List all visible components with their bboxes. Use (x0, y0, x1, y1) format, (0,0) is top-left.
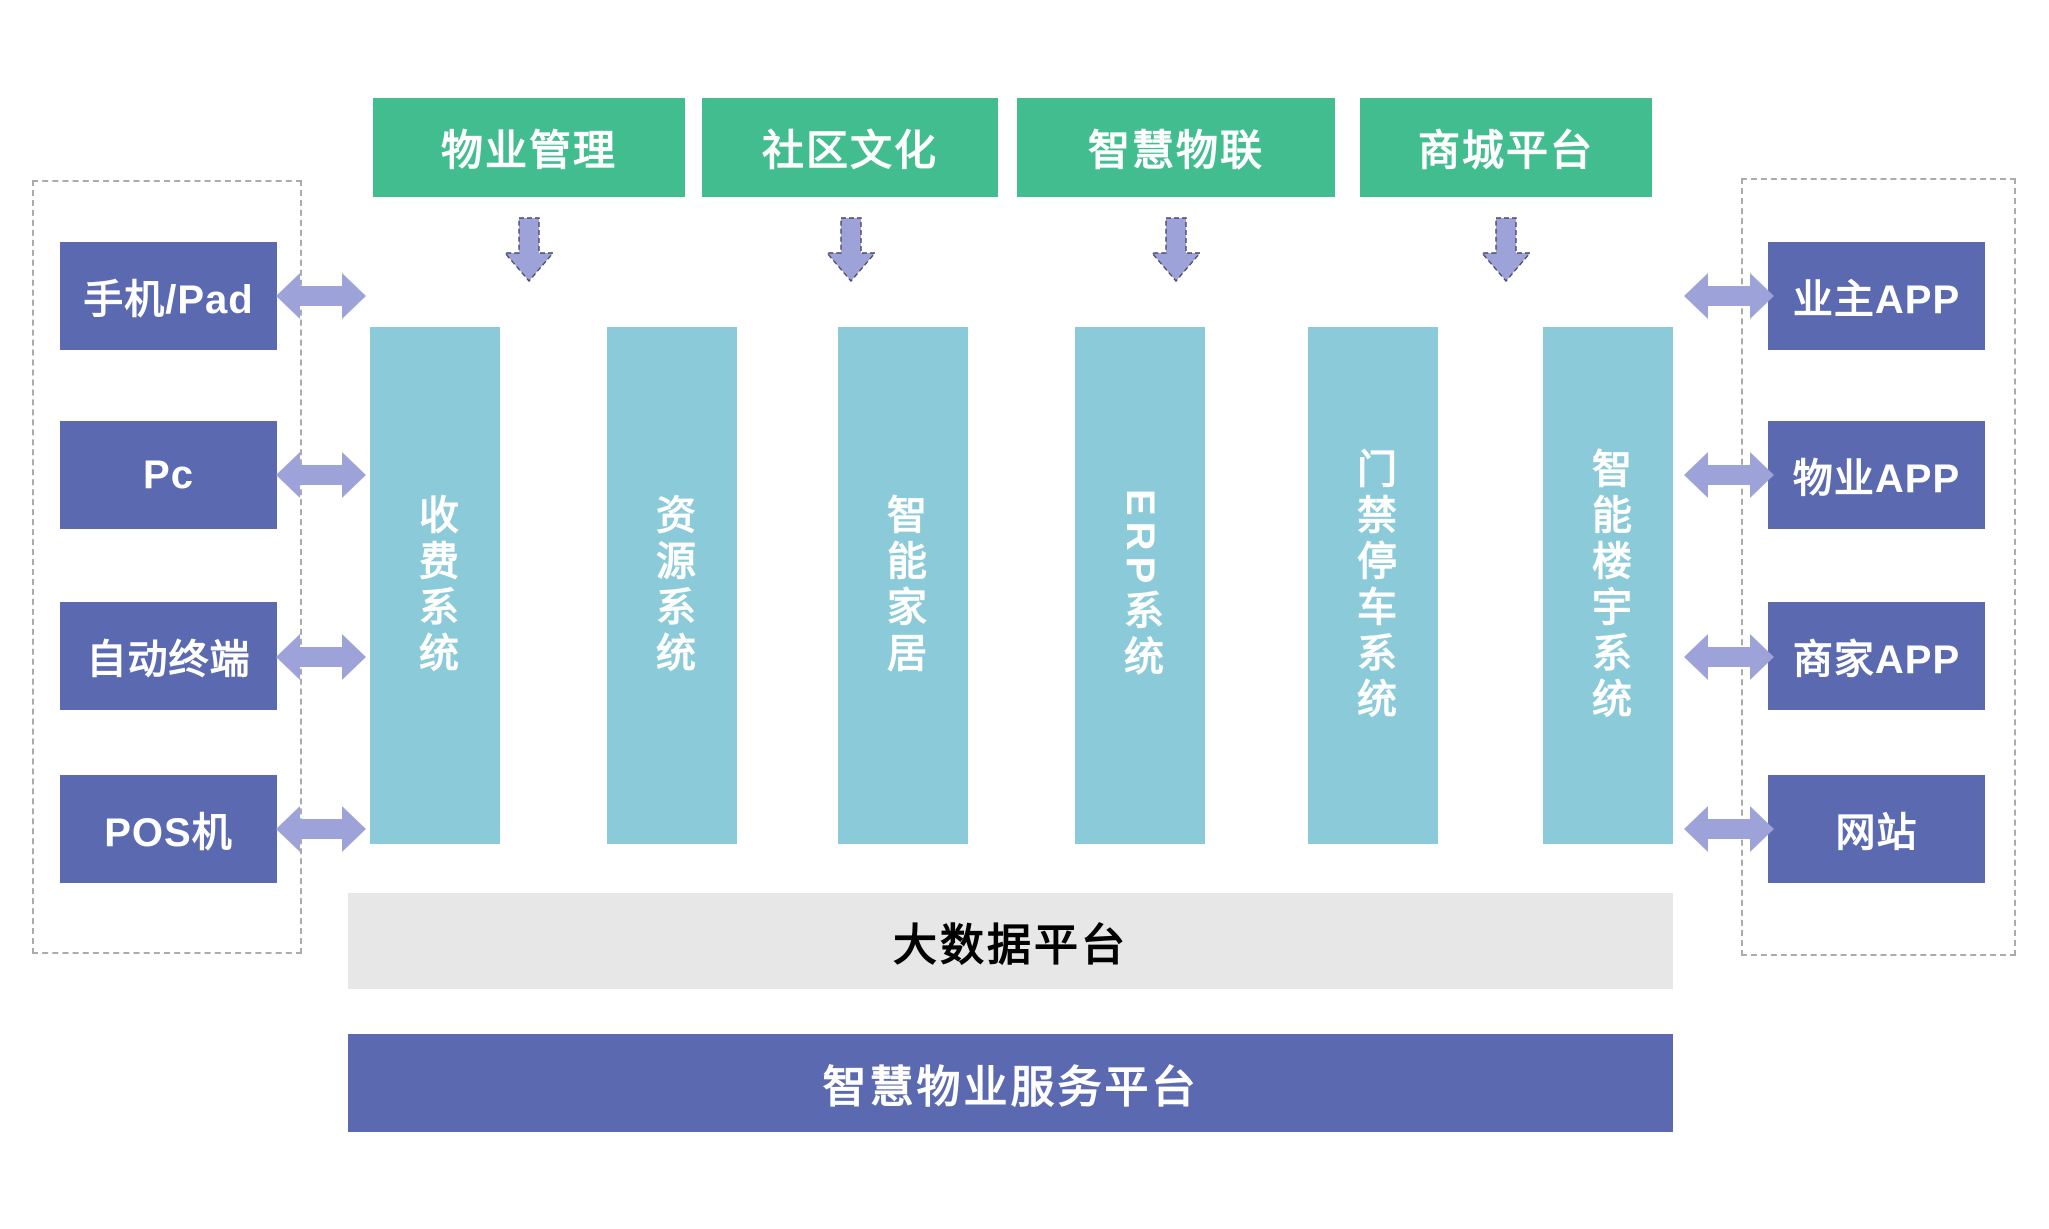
app-box-owner-app: 业主APP (1768, 242, 1985, 350)
down-arrow-icon (1480, 217, 1532, 283)
system-column-label: 资源系统 (650, 493, 694, 678)
module-box-smart-iot: 智慧物联 (1017, 98, 1335, 197)
double-arrow-icon (1684, 634, 1774, 680)
system-column-label: 智能家居 (881, 493, 925, 678)
down-arrow-icon (1150, 217, 1202, 283)
left-terminals-frame (32, 180, 302, 954)
system-column-charging: 收费系统 (370, 327, 500, 844)
double-arrow-icon (1684, 806, 1774, 852)
system-column-label: 收费系统 (413, 493, 457, 678)
down-arrow-icon (825, 217, 877, 283)
terminal-box-pos: POS机 (60, 775, 277, 883)
system-column-smart-building: 智能楼宇系统 (1543, 327, 1673, 844)
system-column-resource: 资源系统 (607, 327, 737, 844)
app-box-property-app: 物业APP (1768, 421, 1985, 529)
right-apps-frame (1741, 178, 2016, 956)
smart-property-service-platform-bar: 智慧物业服务平台 (348, 1034, 1673, 1132)
double-arrow-icon (1684, 452, 1774, 498)
terminal-box-auto-terminal: 自动终端 (60, 602, 277, 710)
system-column-label: 智能楼宇系统 (1586, 447, 1630, 724)
system-column-erp: ERP系统 (1075, 327, 1205, 844)
module-box-community-culture: 社区文化 (702, 98, 998, 197)
down-arrow-icon (503, 217, 555, 283)
terminal-box-pc: Pc (60, 421, 277, 529)
terminal-box-mobile-pad: 手机/Pad (60, 242, 277, 350)
double-arrow-icon (276, 273, 366, 319)
big-data-platform-bar: 大数据平台 (348, 893, 1673, 989)
double-arrow-icon (276, 806, 366, 852)
system-column-smart-home: 智能家居 (838, 327, 968, 844)
module-box-mall-platform: 商城平台 (1360, 98, 1652, 197)
double-arrow-icon (1684, 273, 1774, 319)
system-column-access-parking: 门禁停车系统 (1308, 327, 1438, 844)
double-arrow-icon (276, 634, 366, 680)
module-box-property-management: 物业管理 (373, 98, 685, 197)
double-arrow-icon (276, 452, 366, 498)
system-column-label: ERP系统 (1118, 489, 1162, 682)
app-box-merchant-app: 商家APP (1768, 602, 1985, 710)
app-box-website: 网站 (1768, 775, 1985, 883)
system-column-label: 门禁停车系统 (1351, 447, 1395, 724)
